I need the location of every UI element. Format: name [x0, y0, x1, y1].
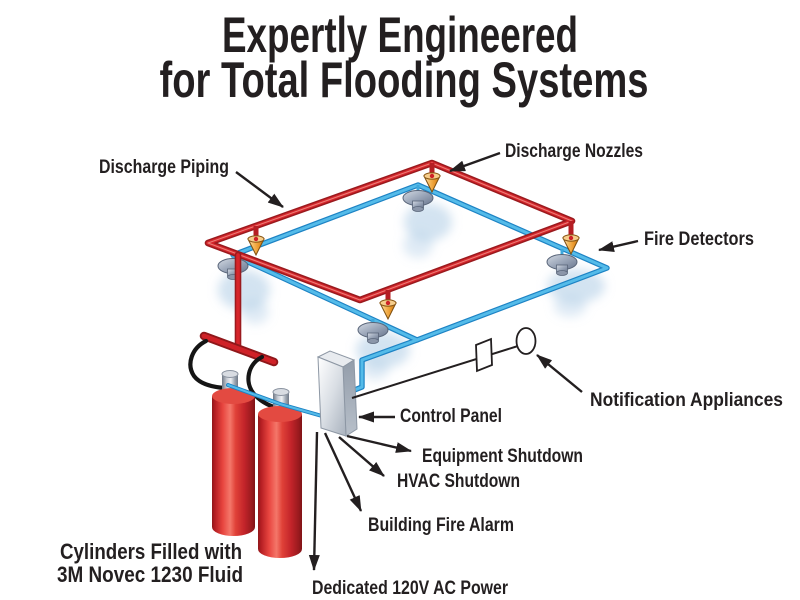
label-fire-detectors: Fire Detectors [644, 229, 754, 250]
label-notification-appliances: Notification Appliances [590, 390, 783, 411]
fire-detectors [217, 185, 578, 344]
notification-bell [515, 327, 537, 355]
arrow-discharge-nozzles [449, 151, 501, 173]
label-cylinders-line2: 3M Novec 1230 Fluid [57, 562, 243, 587]
label-equipment-shutdown: Equipment Shutdown [422, 446, 583, 467]
label-dedicated-power: Dedicated 120V AC Power [312, 578, 508, 599]
cylinder-actuation-wire [226, 383, 324, 418]
discharge-nozzles-group [247, 163, 580, 321]
discharge-piping-loop [204, 159, 576, 304]
title-line-2: for Total Flooding Systems [160, 52, 649, 108]
notification-horn [475, 337, 493, 373]
discharge-nozzle [379, 290, 397, 321]
arrow-fire-detectors [598, 239, 639, 252]
cylinder [258, 388, 302, 558]
detection-piping-loop [230, 182, 610, 394]
arrow-equipment-shutdown [346, 434, 412, 453]
title-line-1: Expertly Engineered [222, 7, 578, 63]
label-cylinders-line1: Cylinders Filled with [60, 539, 242, 564]
label-building-fire-alarm: Building Fire Alarm [368, 515, 514, 536]
arrow-discharge-piping [235, 171, 284, 208]
fire-detector [357, 319, 389, 344]
labels: Discharge Piping Discharge Nozzles Fire … [57, 141, 783, 599]
arrow-notification-appliances [536, 354, 583, 393]
discharge-nozzle [423, 163, 441, 194]
callout-arrows [235, 151, 639, 571]
cylinder [212, 370, 255, 536]
agent-cylinders [212, 370, 302, 558]
label-hvac-shutdown: HVAC Shutdown [397, 471, 520, 492]
discharge-nozzle [247, 226, 265, 257]
arrow-building-fire-alarm [323, 432, 363, 512]
fire-detector [402, 185, 434, 212]
label-discharge-piping: Discharge Piping [99, 157, 229, 178]
page-title: Expertly Engineered for Total Flooding S… [160, 7, 649, 108]
arrow-dedicated-power [308, 431, 320, 571]
control-panel-box [316, 350, 358, 437]
discharge-nozzle [562, 221, 580, 256]
label-control-panel: Control Panel [400, 406, 502, 427]
arrow-hvac-shutdown [338, 436, 385, 477]
cylinder-hose [188, 338, 227, 391]
notification-circuit [351, 327, 537, 399]
label-discharge-nozzles: Discharge Nozzles [505, 141, 643, 162]
fire-detector [546, 249, 578, 276]
